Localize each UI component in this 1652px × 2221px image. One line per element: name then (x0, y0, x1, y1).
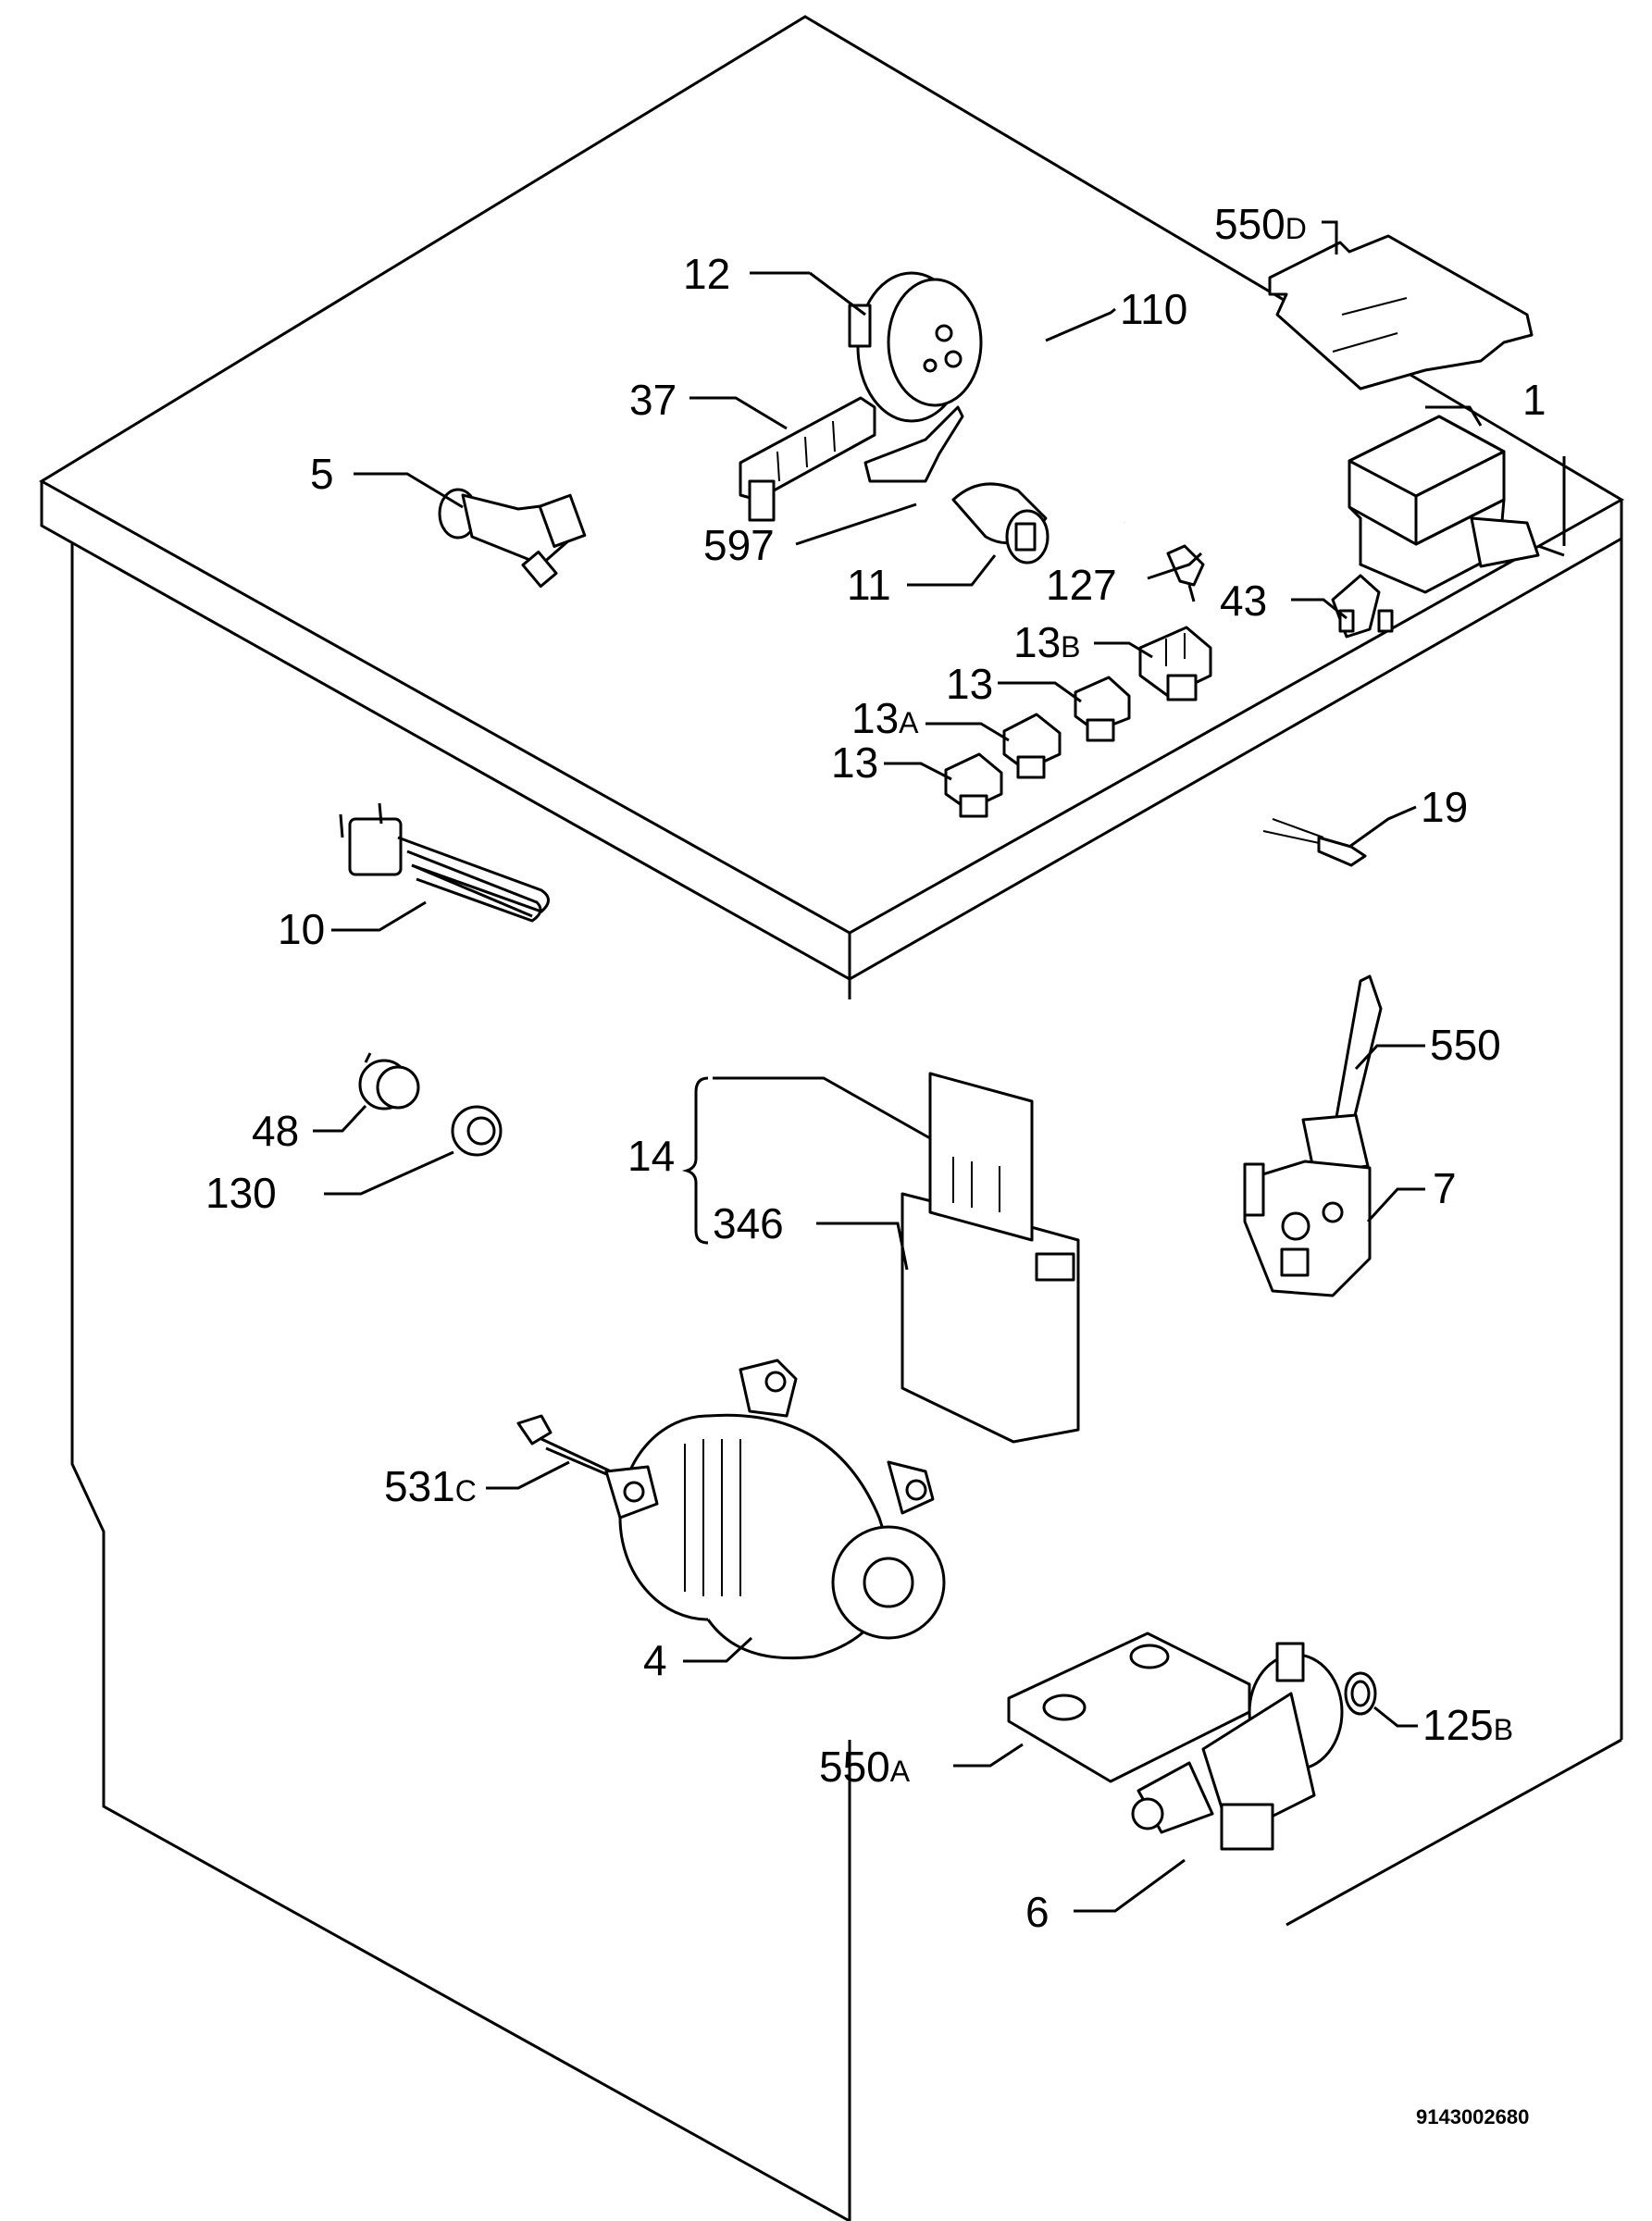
part-7-door-lock (1243, 1160, 1425, 1297)
callout-12: 12 (683, 250, 730, 298)
part-11-capacitor (907, 482, 1050, 587)
callout-43: 43 (1220, 577, 1267, 625)
callout-550D: 550D (1214, 200, 1307, 248)
callout-127: 127 (1046, 561, 1117, 609)
callout-13-lower: 13 (831, 738, 878, 787)
part-10-heating-element (331, 802, 550, 932)
callout-110: 110 (1120, 285, 1187, 333)
part-550D-cover-plate (1268, 220, 1534, 391)
part-19-temperature-sensor (1262, 805, 1417, 867)
part-597-bracket (795, 405, 964, 546)
callout-346: 346 (713, 1199, 784, 1247)
callout-6: 6 (1025, 1888, 1050, 1936)
part-37-cable-holder (689, 396, 876, 522)
part-346-dispenser-drawer (816, 1072, 1080, 1444)
callout-37: 37 (629, 376, 677, 424)
callout-19: 19 (1421, 783, 1468, 831)
callout-597: 597 (703, 521, 775, 569)
callout-11: 11 (847, 561, 891, 609)
cabinet-outline (39, 15, 1625, 2221)
part-4-motor (604, 1359, 946, 1663)
callout-531C: 531C (384, 1462, 477, 1510)
callout-7: 7 (1433, 1164, 1457, 1212)
callout-13A: 13A (851, 694, 919, 742)
drawing-number: 9143002680 (1416, 2105, 1529, 2128)
part-127-connector (1147, 544, 1205, 602)
callout-125B: 125B (1422, 1701, 1513, 1749)
callout-labels: 550D 12 110 1 37 5 597 11 127 43 13B 13 … (205, 200, 1546, 1936)
part-13B-connector (1094, 626, 1212, 701)
part-12-pressure-switch (750, 271, 983, 423)
part-13A-connector (925, 713, 1062, 779)
part-13-connector-upper (998, 676, 1131, 742)
callout-10: 10 (278, 905, 325, 953)
callout-48: 48 (252, 1107, 299, 1155)
callout-4: 4 (643, 1636, 667, 1684)
callout-14: 14 (627, 1132, 675, 1180)
part-550-lever (1301, 974, 1425, 1175)
callout-130: 130 (205, 1169, 277, 1217)
part-110-hose (920, 266, 1126, 524)
part-14-dispenser-bracket (681, 1076, 931, 1245)
part-43-switch (1291, 574, 1394, 639)
part-48-push-switch (313, 1052, 420, 1133)
part-13-connector-lower (884, 752, 1003, 818)
callout-5: 5 (310, 450, 334, 498)
part-6-drain-pump (1074, 1642, 1344, 1913)
callout-13-upper: 13 (946, 660, 993, 708)
callout-13B: 13B (1013, 618, 1081, 666)
part-531C-screw (486, 1414, 612, 1490)
part-1-program-timer (1348, 405, 1565, 594)
callout-550: 550 (1430, 1021, 1501, 1069)
callout-550A: 550A (819, 1743, 911, 1791)
part-125B-seal-ring (1344, 1671, 1418, 1728)
part-130-nut (324, 1105, 503, 1196)
part-5-inlet-valve (354, 472, 587, 589)
part-550A-pad (953, 1632, 1251, 1783)
callout-1: 1 (1522, 376, 1546, 424)
